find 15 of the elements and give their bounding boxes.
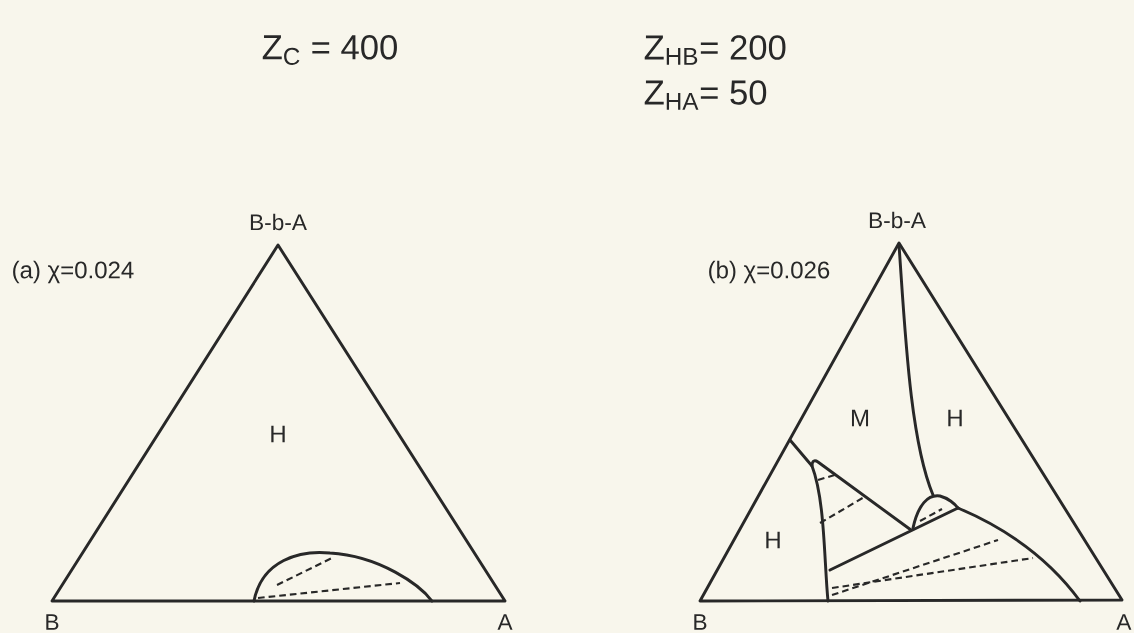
parameter-label: Z$_{C}$ = 400 (262, 35, 397, 65)
parameter-label: Z$_{HB}$= 200 (644, 35, 786, 65)
vertex-label: B (694, 614, 707, 630)
region-label: H (271, 425, 285, 443)
panel-label: (b) χ=0.026 (709, 260, 830, 284)
vertex-label: B-b-A (250, 213, 307, 231)
parameter-label: Z$_{HA}$= 50 (644, 80, 767, 110)
region-label: M (852, 409, 869, 427)
vertex-label: B (46, 614, 59, 630)
vertex-label: A (497, 614, 513, 630)
vertex-label: B-b-A (869, 211, 926, 229)
region-label: H (766, 531, 780, 549)
panel-label: (a) χ=0.024 (13, 260, 134, 284)
vertex-label: A (1116, 614, 1132, 630)
region-label: H (948, 409, 962, 427)
